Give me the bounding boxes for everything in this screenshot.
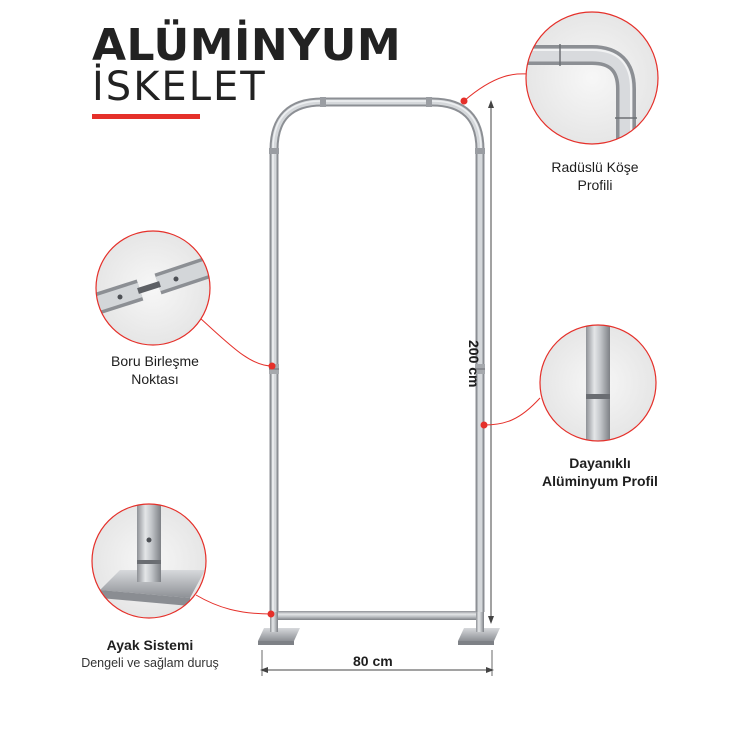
aluminum-profile-closeup bbox=[539, 324, 657, 442]
height-dimension-label: 200 cm bbox=[466, 340, 482, 388]
width-dimension-line bbox=[260, 650, 494, 676]
joint-label-line-2: Noktası bbox=[131, 371, 179, 387]
height-dimension-line bbox=[488, 100, 494, 624]
callout-leaders bbox=[195, 73, 541, 615]
foot-system-label: Ayak Sistemi bbox=[106, 637, 194, 653]
title-underline bbox=[92, 114, 200, 119]
foot-system-closeup bbox=[91, 503, 207, 619]
foot-system-sublabel: Dengeli ve sağlam duruş bbox=[81, 656, 219, 670]
corner-profile-closeup bbox=[525, 11, 659, 145]
joint-label-line-1: Boru Birleşme bbox=[111, 353, 199, 369]
corner-label-line-1: Radüslü Köşe bbox=[551, 159, 639, 175]
aluminum-frame bbox=[258, 97, 500, 645]
profile-label-line-1: Dayanıklı bbox=[569, 455, 631, 471]
callout-dots bbox=[267, 97, 488, 618]
pipe-joint-closeup bbox=[95, 230, 211, 346]
aluminum-profile-label: Dayanıklı Alüminyum Profil bbox=[520, 454, 680, 490]
profile-label-line-2: Alüminyum Profil bbox=[542, 473, 658, 489]
width-dimension-label: 80 cm bbox=[353, 653, 393, 669]
title-line-2: İSKELET bbox=[92, 64, 267, 110]
pipe-joint-label: Boru Birleşme Noktası bbox=[80, 352, 230, 388]
corner-profile-label: Radüslü Köşe Profili bbox=[520, 158, 670, 194]
title-line-1: ALÜMİNYUM bbox=[92, 20, 402, 71]
corner-label-line-2: Profili bbox=[577, 177, 613, 193]
